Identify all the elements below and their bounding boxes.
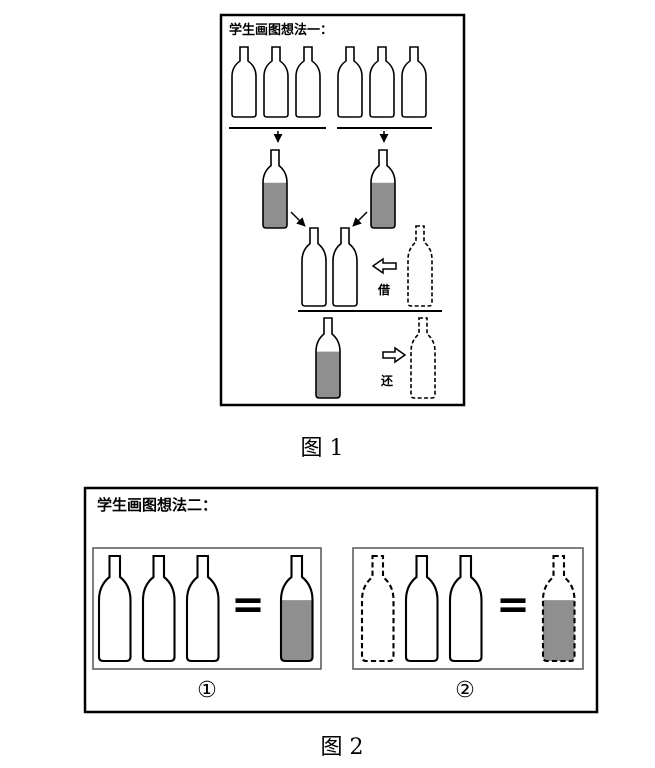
- figure-2-title: 学生画图想法二：: [97, 496, 217, 514]
- top-bottle-group-left: [231, 46, 321, 118]
- diagonal-arrow-right: [352, 211, 368, 227]
- figure-1-title: 学生画图想法一：: [229, 22, 333, 38]
- panel-1-marker: ①: [197, 678, 217, 703]
- panel-2-equals: =: [496, 582, 530, 628]
- panel-1-equals: =: [231, 582, 265, 628]
- figure-2-caption: 图 2: [321, 735, 364, 760]
- panel-1: =: [92, 547, 322, 670]
- panel-2-marker: ②: [455, 678, 475, 703]
- return-label: 还: [380, 373, 394, 388]
- borrow-arrow: [371, 257, 397, 275]
- figure-1-caption: 图 1: [301, 436, 344, 461]
- panel-2: =: [352, 547, 584, 670]
- borrow-label: 借: [377, 282, 390, 297]
- return-arrow: [382, 346, 407, 364]
- figure-1: 学生画图想法一：: [219, 13, 466, 407]
- diagonal-arrow-left: [290, 211, 306, 227]
- top-bottle-group-right: [337, 46, 427, 118]
- figure-2: 学生画图想法二： = ① =: [83, 486, 599, 714]
